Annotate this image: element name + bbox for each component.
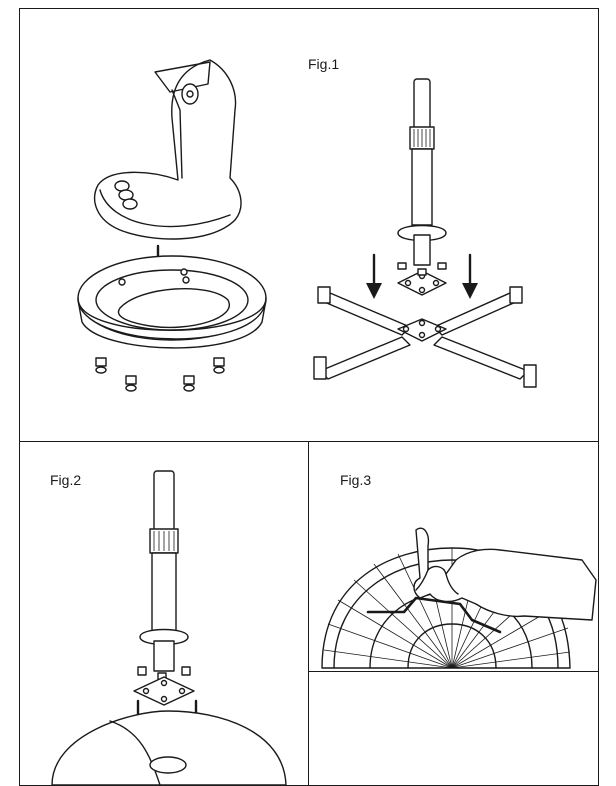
screw-icon — [213, 357, 225, 374]
screw-icon — [397, 262, 407, 270]
fig2-label: Fig.2 — [50, 472, 82, 488]
fig2-pole-base-illustration — [51, 470, 287, 786]
fig3-guard-clip-illustration — [321, 527, 597, 669]
fig3-label: Fig.3 — [340, 472, 372, 488]
screw-icon — [137, 666, 147, 676]
empty-panel — [308, 671, 599, 786]
screw-icon — [125, 375, 137, 392]
screw-icon — [417, 268, 427, 276]
fig1-label: Fig.1 — [308, 56, 340, 72]
screw-icon — [437, 262, 447, 270]
screw-icon — [181, 666, 191, 676]
screw-icon — [95, 357, 107, 374]
screw-icon — [183, 375, 195, 392]
fig1-motor-head-illustration — [77, 59, 267, 392]
fig1-cross-base-illustration — [313, 78, 537, 388]
